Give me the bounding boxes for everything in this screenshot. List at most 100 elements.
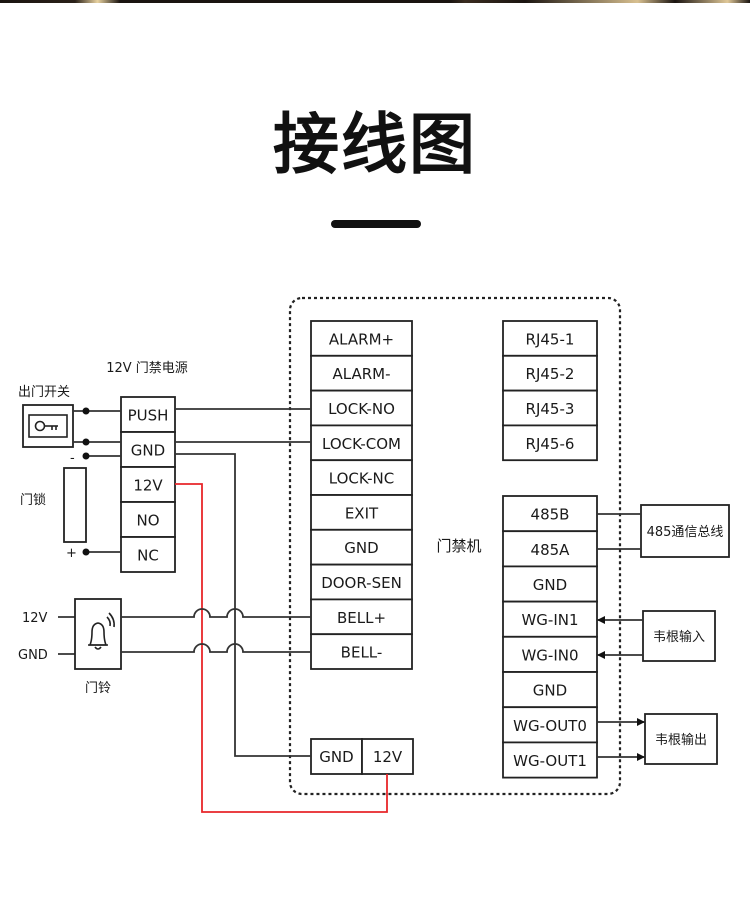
arrow-wg-out0 — [637, 718, 645, 726]
controller-terminal-exit: EXIT — [310, 494, 413, 531]
exit-button-gnd-dot — [82, 438, 90, 446]
controller-power-terminal-block: GND 12V — [310, 738, 414, 775]
controller-right-terminal-485b: 485B — [502, 495, 598, 533]
arrow-wg-in0 — [597, 651, 605, 659]
page-title: 接线图 — [273, 106, 477, 183]
wire-gnd-controller-gnd — [175, 453, 311, 757]
rj45-terminal-rj45-2: RJ45-2 — [502, 354, 598, 392]
wiegand-input-box — [642, 610, 716, 662]
controller-right-terminal-label: WG-OUT1 — [513, 752, 587, 770]
arrow-wg-in1 — [597, 616, 605, 624]
door-lock-plus-dot — [82, 548, 90, 556]
exit-button — [22, 404, 74, 448]
psu-terminal-push: PUSH — [120, 396, 176, 433]
controller-right-terminal-label: GND — [533, 576, 567, 594]
controller-terminal-label: LOCK-COM — [322, 435, 401, 453]
controller-terminal-alarm: ALARM- — [310, 354, 413, 392]
psu-terminal-label: NC — [137, 547, 159, 565]
controller-right-terminal-label: 485A — [531, 541, 571, 559]
controller-terminal-bellplus: BELL+ — [310, 598, 413, 636]
controller-terminal-label: ALARM- — [332, 365, 390, 383]
psu-terminal-label: NO — [136, 512, 159, 530]
doorbell-pin-12v: 12V — [22, 611, 48, 626]
rj45-terminal-label: RJ45-6 — [526, 435, 575, 453]
psu-terminal-label: GND — [131, 442, 165, 460]
controller-right-terminal-label: WG-OUT0 — [513, 717, 587, 735]
psu-terminal-12v: 12V — [120, 466, 176, 503]
controller-right-terminal-wg-in0: WG-IN0 — [502, 635, 598, 673]
power-supply-terminal-block: PUSH GND 12V NO NC — [120, 396, 176, 573]
controller-right-terminal-485a: 485A — [502, 530, 598, 568]
controller-right-terminal-gnd-5: GND — [502, 671, 598, 709]
rj45-terminal-label: RJ45-3 — [526, 400, 575, 418]
controller-terminal-label: LOCK-NC — [329, 470, 394, 488]
controller-terminal-label: EXIT — [345, 504, 379, 522]
exit-button-label: 出门开关 — [18, 385, 70, 400]
door-lock — [63, 467, 87, 543]
controller-right-terminal-gnd: GND — [502, 565, 598, 603]
wiegand-input-label: 韦根输入 — [653, 629, 705, 645]
controller-terminal-label: BELL- — [341, 644, 383, 662]
psu-terminal-label: PUSH — [128, 407, 169, 425]
key-icon — [34, 420, 58, 432]
rj45-terminal-label: RJ45-2 — [526, 365, 575, 383]
door-lock-minus-dot — [82, 452, 90, 460]
controller-power-terminal-label: 12V — [373, 748, 403, 766]
door-lock-plus: + — [66, 546, 77, 561]
rs485-bus-box — [640, 504, 730, 558]
controller-right-terminal-label: 485B — [531, 506, 570, 524]
doorbell — [74, 598, 122, 670]
wire-bell-minus — [121, 643, 311, 653]
controller-right-terminal-wg-in1: WG-IN1 — [502, 600, 598, 638]
controller-right-terminal-wg-out1: WG-OUT1 — [502, 741, 598, 779]
controller-right-terminal-wg-out0: WG-OUT0 — [502, 706, 598, 744]
wire-12v-controller-12v — [175, 483, 388, 813]
controller-terminal-alarmplus: ALARM+ — [310, 320, 413, 357]
doorbell-label: 门铃 — [85, 681, 111, 696]
controller-terminal-gnd: GND — [310, 528, 413, 566]
controller-left-terminal-block: ALARM+ ALARM- LOCK-NO LOCK-COM LOCK-NC EXIT GN… — [310, 320, 413, 670]
controller-terminal-label: ALARM+ — [329, 330, 394, 348]
controller-right-terminal-label: GND — [533, 682, 567, 700]
controller-terminal-door-sen: DOOR-SEN — [310, 563, 413, 601]
controller-terminal-label: BELL+ — [337, 609, 386, 627]
controller-right-terminal-label: WG-IN0 — [521, 646, 578, 664]
controller-enclosure — [288, 296, 622, 796]
controller-terminal-label: LOCK-NO — [328, 400, 395, 418]
controller-terminal-bell: BELL- — [310, 633, 413, 670]
controller-terminal-lock-com: LOCK-COM — [310, 424, 413, 462]
controller-power-terminal-12v: 12V — [361, 738, 414, 775]
psu-terminal-label: 12V — [133, 477, 163, 495]
rj45-terminal-label: RJ45-1 — [526, 330, 575, 348]
title-underline — [331, 220, 421, 228]
bell-icon — [88, 612, 115, 650]
wiegand-output-label: 韦根输出 — [655, 732, 707, 748]
controller-terminal-label: DOOR-SEN — [321, 574, 402, 592]
rj45-terminal-rj45-3: RJ45-3 — [502, 389, 598, 427]
rj45-terminal-rj45-1: RJ45-1 — [502, 320, 598, 357]
controller-power-terminal-label: GND — [319, 748, 353, 766]
psu-terminal-nc: NC — [120, 536, 176, 573]
controller-terminal-lock-nc: LOCK-NC — [310, 459, 413, 496]
wiegand-output-box — [644, 713, 718, 765]
doorbell-pin-gnd: GND — [18, 648, 48, 663]
power-supply-label: 12V 门禁电源 — [106, 361, 188, 376]
controller-right-terminal-label: WG-IN1 — [521, 611, 578, 629]
psu-terminal-gnd: GND — [120, 431, 176, 468]
controller-power-terminal-gnd: GND — [310, 738, 363, 775]
controller-terminal-label: GND — [344, 539, 378, 557]
wires — [73, 407, 645, 813]
psu-terminal-no: NO — [120, 501, 176, 538]
exit-button-terminal-dot — [82, 407, 90, 415]
door-lock-minus: - — [70, 451, 75, 466]
controller-terminal-lock-no: LOCK-NO — [310, 389, 413, 427]
rj45-terminal-rj45-6: RJ45-6 — [502, 424, 598, 462]
controller-label: 门禁机 — [436, 537, 481, 555]
wire-bell-plus — [121, 608, 311, 618]
door-lock-label: 门锁 — [20, 492, 46, 508]
rs485-bus-label: 485通信总线 — [647, 525, 724, 540]
top-decorative-strip — [0, 0, 750, 3]
